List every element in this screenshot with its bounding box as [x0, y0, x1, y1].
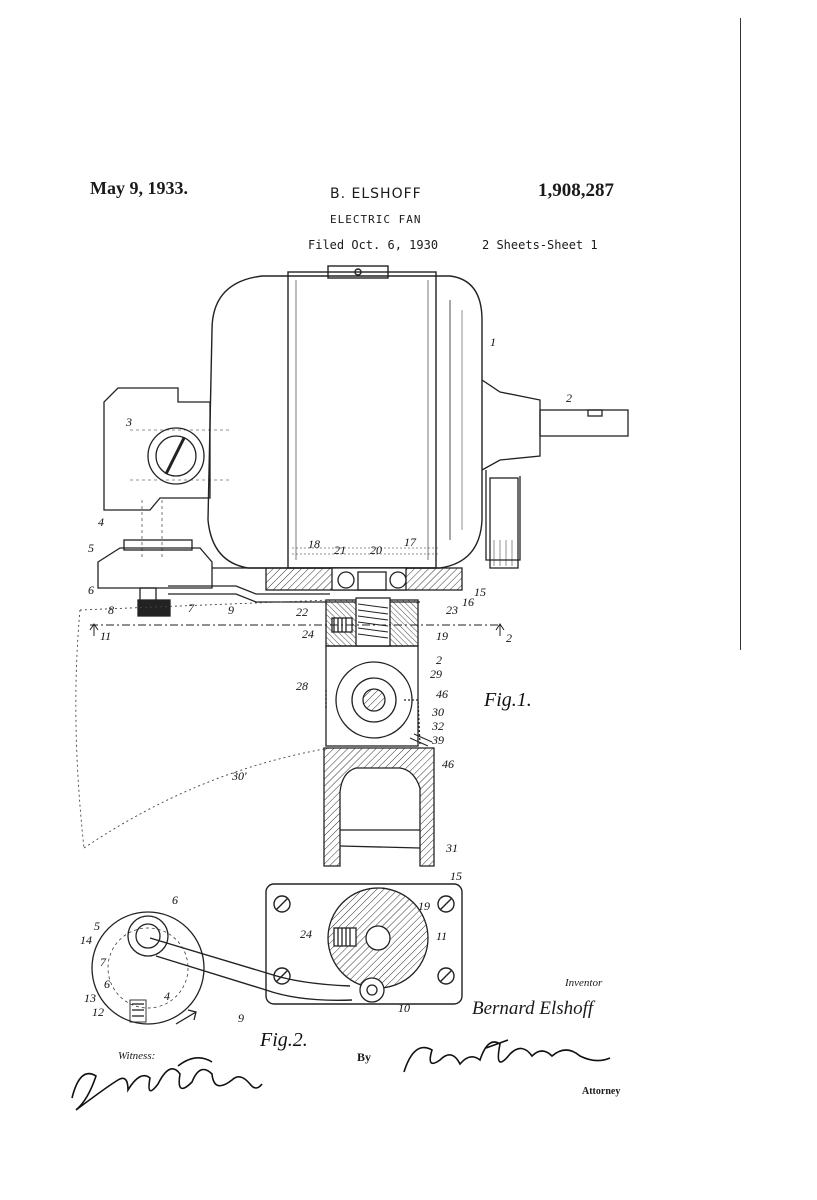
ref2-6: 6	[172, 893, 178, 907]
witness-signature	[71, 1057, 263, 1111]
ref-15: 15	[474, 585, 486, 599]
ref-8: 8	[108, 603, 114, 617]
witness-label: Witness:	[118, 1050, 156, 1062]
ref-31-left: 30'	[231, 769, 247, 783]
ref2-6b: 6	[104, 977, 110, 991]
ref2-14: 14	[80, 933, 92, 947]
sheet-count: 2 Sheets-Sheet 1	[482, 238, 598, 252]
ref-39: 32	[431, 719, 444, 733]
ref-46-right: 39	[431, 733, 444, 747]
fig1-base-plate	[265, 567, 463, 591]
patent-title: ELECTRIC FAN	[330, 213, 422, 226]
by-label: By	[357, 1050, 372, 1064]
ref-21: 21	[334, 543, 346, 557]
ref-20: 20	[370, 543, 382, 557]
fig2-knob-disk	[91, 911, 205, 1025]
ref2-24: 24	[300, 927, 312, 941]
ref-4: 4	[98, 515, 104, 529]
ref-30p: 46	[442, 757, 454, 771]
ref2-15: 15	[450, 869, 462, 883]
inventor-name: Bernard Elshoff	[472, 998, 594, 1019]
fig2-plate	[265, 883, 463, 1005]
ref-5: 5	[88, 541, 94, 555]
fig1-reference-numerals: 1 2 3 4 5 6 8 7 9 18 21 20 17 15 16 22 2…	[88, 335, 572, 855]
fig1-hub	[325, 645, 433, 747]
ref-24: 24	[302, 627, 314, 641]
ref2-4: 4	[164, 989, 170, 1003]
ref-7: 7	[188, 601, 195, 615]
fig2-label: Fig.2.	[259, 1029, 308, 1051]
ref2-19: 19	[418, 899, 430, 913]
filed-date: Filed Oct. 6, 1930	[308, 238, 439, 252]
patent-date: May 9, 1933.	[90, 178, 188, 198]
ref-31-right: 31	[445, 841, 458, 855]
fig1-label: Fig.1.	[483, 689, 532, 711]
ref-3: 3	[125, 415, 132, 429]
fig2-reference-numerals: 6 5 14 7 6 13 12 4 9 15 19 24 11 10	[80, 869, 462, 1025]
fig1-shaft	[481, 379, 629, 569]
attorney-label: Attorney	[582, 1086, 621, 1097]
patent-number: 1,908,287	[538, 180, 614, 201]
margin-rule	[740, 18, 741, 650]
ref-6: 6	[88, 583, 94, 597]
ref-2-right: 2	[506, 631, 512, 645]
inventor-label: Inventor	[565, 977, 603, 989]
fig2-spindle-section	[327, 887, 429, 1003]
ref-32: 30	[431, 705, 444, 719]
fig1-blade-section	[323, 747, 435, 867]
ref-30: 46	[436, 687, 448, 701]
fig2-lever-arm	[149, 937, 353, 1001]
ref-29: 2	[436, 653, 442, 667]
ref-9: 9	[228, 603, 234, 617]
fig1-spindle-block	[325, 597, 419, 647]
ref2-13: 13	[84, 991, 96, 1005]
ref2-7: 7	[100, 955, 107, 969]
ref-19: 19	[436, 629, 448, 643]
ref2-11: 11	[436, 929, 447, 943]
ref-1: 1	[490, 335, 496, 349]
ref-2: 2	[566, 391, 572, 405]
fig1-blade-outline	[75, 599, 331, 849]
ref-16: 16	[462, 595, 474, 609]
ref2-5: 5	[94, 919, 100, 933]
fig1-section-line	[89, 623, 505, 636]
ref2-10: 10	[398, 1001, 410, 1015]
attorney-signature	[403, 1039, 611, 1073]
ref2-12: 12	[92, 1005, 104, 1019]
inventor-heading: B. ELSHOFF	[330, 186, 422, 202]
ref2-9: 9	[238, 1011, 244, 1025]
ref-23: 23	[446, 603, 458, 617]
ref-2-left: 11	[100, 629, 111, 643]
ref-28: 29	[430, 667, 442, 681]
ref-18: 18	[308, 537, 320, 551]
ref-17: 17	[404, 535, 417, 549]
ref-22: 22	[296, 605, 308, 619]
fig1-motor-housing	[207, 265, 483, 569]
ref-46-left: 28	[296, 679, 308, 693]
